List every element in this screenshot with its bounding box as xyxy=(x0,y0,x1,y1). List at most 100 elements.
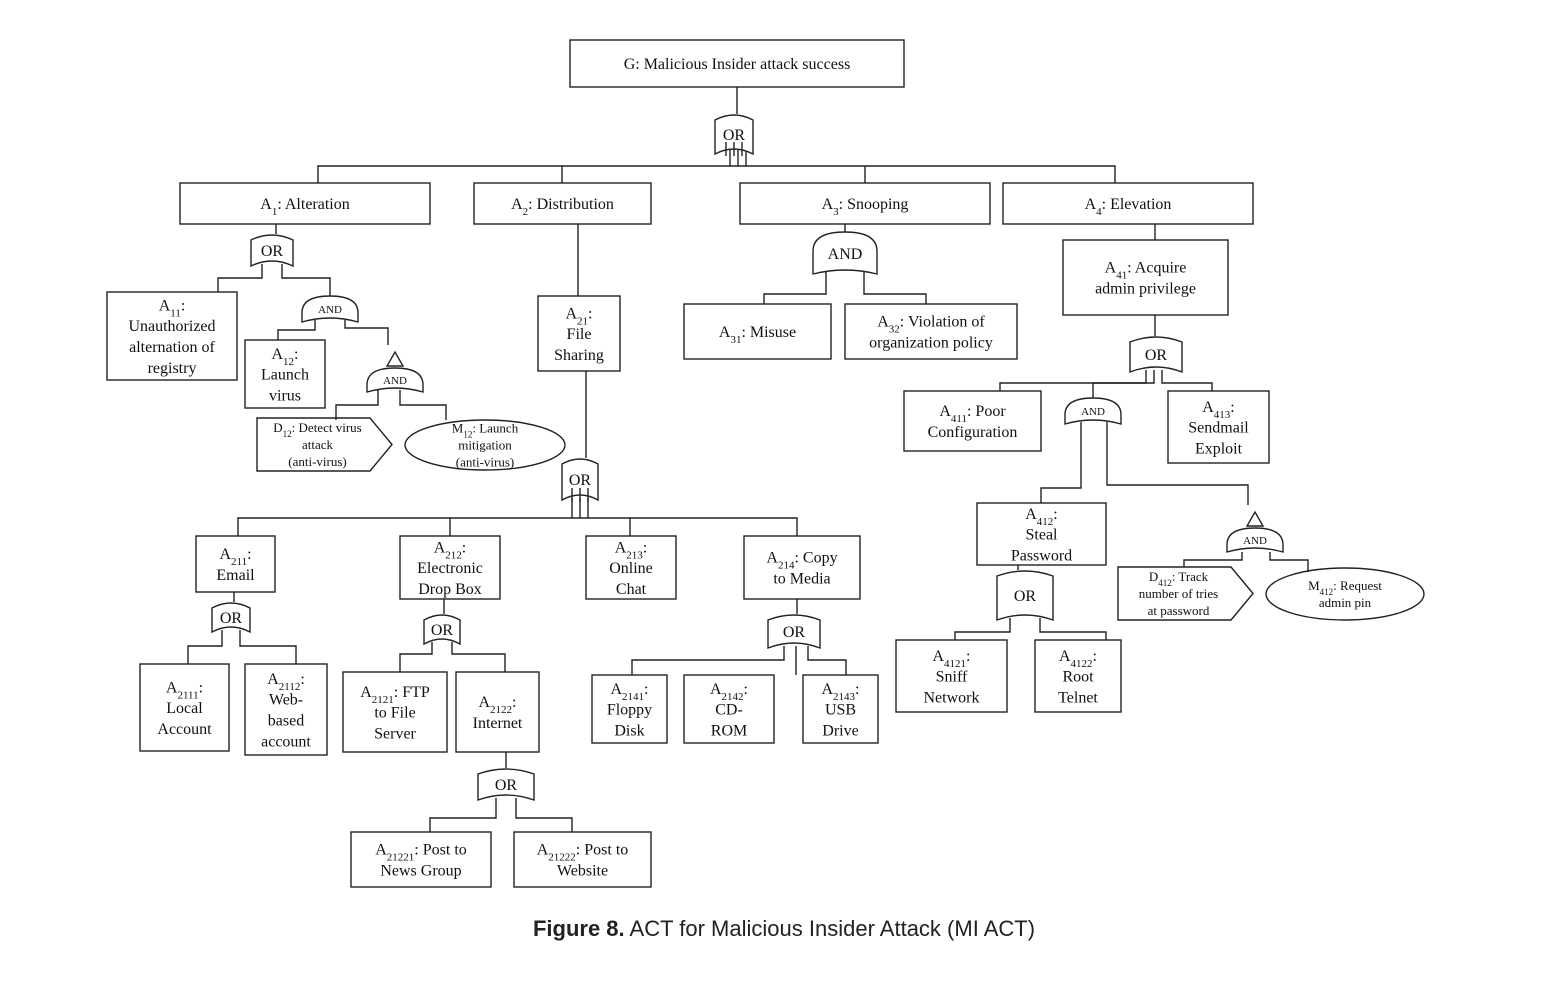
node-m12-line-1: mitigation xyxy=(458,438,512,453)
node-a32-seg-1-0: organization policy xyxy=(869,335,993,352)
node-a11-seg-3-0: registry xyxy=(148,360,197,377)
node-a214-line-1: to Media xyxy=(773,571,830,588)
gate-label-gA412and: AND xyxy=(1243,535,1267,547)
node-a413-line-0: A413: xyxy=(1202,399,1235,421)
node-m412-seg-0-2: : Request xyxy=(1333,578,1382,593)
node-a1-line-0: A1: Alteration xyxy=(260,196,350,218)
node-a412-seg-1-0: Steal xyxy=(1026,527,1059,544)
node-a213-seg-0-2: : xyxy=(643,539,647,556)
node-box-a4122 xyxy=(1034,639,1122,713)
node-a2112-seg-2-0: based xyxy=(268,713,304,730)
node-a211-seg-0-2: : xyxy=(247,546,251,563)
node-a2-seg-0-0: A xyxy=(511,196,523,213)
node-a31-line-0: A31: Misuse xyxy=(719,324,796,346)
node-a12-seg-0-1: 12 xyxy=(283,356,294,368)
node-a2112-line-0: A2112: xyxy=(267,671,305,693)
node-box-a2 xyxy=(473,182,652,225)
gate-or-gA1: OR xyxy=(250,234,294,268)
gate-or-gA214: OR xyxy=(767,614,821,650)
mitigation-shape-m12 xyxy=(404,419,566,471)
caption-text: ACT for Malicious Insider Attack (MI ACT… xyxy=(624,916,1036,941)
node-a31: A31: Misuse xyxy=(683,303,832,360)
node-box-a413 xyxy=(1167,390,1270,464)
node-a214-seg-0-2: : Copy xyxy=(794,550,837,567)
node-a212-seg-2-0: Drop Box xyxy=(418,581,482,598)
node-a12-seg-0-0: A xyxy=(271,346,283,363)
node-a2111-seg-0-2: : xyxy=(199,679,203,696)
node-a11-line-1: Unauthorized xyxy=(128,318,215,335)
node-m412-line-1: admin pin xyxy=(1319,595,1372,610)
node-a4121-seg-1-0: Sniff xyxy=(936,669,968,686)
node-a21221-line-0: A21221: Post to xyxy=(375,842,467,864)
node-a21-line-0: A21: xyxy=(565,305,592,327)
edge-layer xyxy=(187,87,1309,832)
edge-line-8 xyxy=(217,264,263,292)
node-d12-line-0: D12: Detect virus xyxy=(273,420,361,439)
node-a2111-line-2: Account xyxy=(157,721,212,738)
node-a213-seg-2-0: Chat xyxy=(616,581,647,598)
node-label-a2: A2: Distribution xyxy=(511,196,614,218)
edge-line-48 xyxy=(954,618,1011,640)
node-box-g xyxy=(569,39,905,88)
node-a11-seg-2-0: alternation of xyxy=(129,339,215,356)
node-a411-seg-1-0: Configuration xyxy=(928,424,1018,441)
node-a31-seg-0-1: 31 xyxy=(730,334,741,346)
node-a21221-seg-0-2: : Post to xyxy=(414,842,466,859)
node-a3-seg-0-0: A xyxy=(822,196,834,213)
node-a2-seg-0-2: : Distribution xyxy=(528,196,614,213)
node-d412-seg-0-2: : Track xyxy=(1172,569,1209,584)
node-box-a213 xyxy=(585,535,677,600)
detection-shape-d412 xyxy=(1117,566,1254,621)
node-d412-seg-0-0: D xyxy=(1149,569,1158,584)
node-d12-line-2: (anti-virus) xyxy=(288,454,346,469)
node-a4122-line-1: Root xyxy=(1062,669,1094,686)
gate-or-gA21: OR xyxy=(561,458,599,502)
node-label-g: G: Malicious Insider attack success xyxy=(624,56,851,73)
node-a4121-seg-2-0: Network xyxy=(924,689,980,706)
node-a12-seg-2-0: virus xyxy=(269,387,301,404)
gate-label-gA2122: OR xyxy=(495,777,518,794)
node-a21-line-1: File xyxy=(567,326,592,343)
edge-line-13 xyxy=(399,390,447,420)
node-a2142-line-1: CD- xyxy=(715,702,743,719)
node-a213-seg-1-0: Online xyxy=(609,560,653,577)
edge-line-44 xyxy=(1106,422,1249,505)
node-label-a2142: A2142:CD-ROM xyxy=(710,681,748,740)
node-a41-line-0: A41: Acquire xyxy=(1105,260,1187,282)
node-a212-seg-0-0: A xyxy=(434,539,446,556)
node-box-a31 xyxy=(683,303,832,360)
node-a411-line-0: A411: Poor xyxy=(939,403,1006,425)
gate-label-gA1: OR xyxy=(261,243,284,260)
node-a2111-seg-0-0: A xyxy=(166,679,178,696)
node-a21222-seg-1-0: Website xyxy=(557,863,608,880)
node-box-a2111 xyxy=(139,663,230,752)
node-m12-seg-1-0: mitigation xyxy=(458,438,512,453)
node-m12-seg-0-0: M xyxy=(452,421,464,436)
gate-label-gA3: AND xyxy=(828,246,863,263)
edge-line-16 xyxy=(237,517,798,536)
node-a4121-seg-0-0: A xyxy=(932,648,944,665)
node-a4: A4: Elevation xyxy=(1002,182,1254,225)
node-a212-seg-0-1: 212 xyxy=(445,549,462,561)
gate-shape-gA41 xyxy=(1129,336,1183,374)
node-a4-seg-0-2: : Elevation xyxy=(1102,196,1172,213)
node-a2122-seg-0-1: 2122 xyxy=(490,704,512,716)
edge-line-10 xyxy=(277,320,316,340)
node-m12-seg-2-0: (anti-virus) xyxy=(456,454,514,469)
node-a4122-seg-0-2: : xyxy=(1093,648,1097,665)
node-a41-seg-0-2: : Acquire xyxy=(1127,260,1186,277)
node-a41-line-1: admin privilege xyxy=(1095,281,1196,298)
node-box-a4121 xyxy=(895,639,1008,713)
gate-shape-gA12and xyxy=(366,367,424,393)
